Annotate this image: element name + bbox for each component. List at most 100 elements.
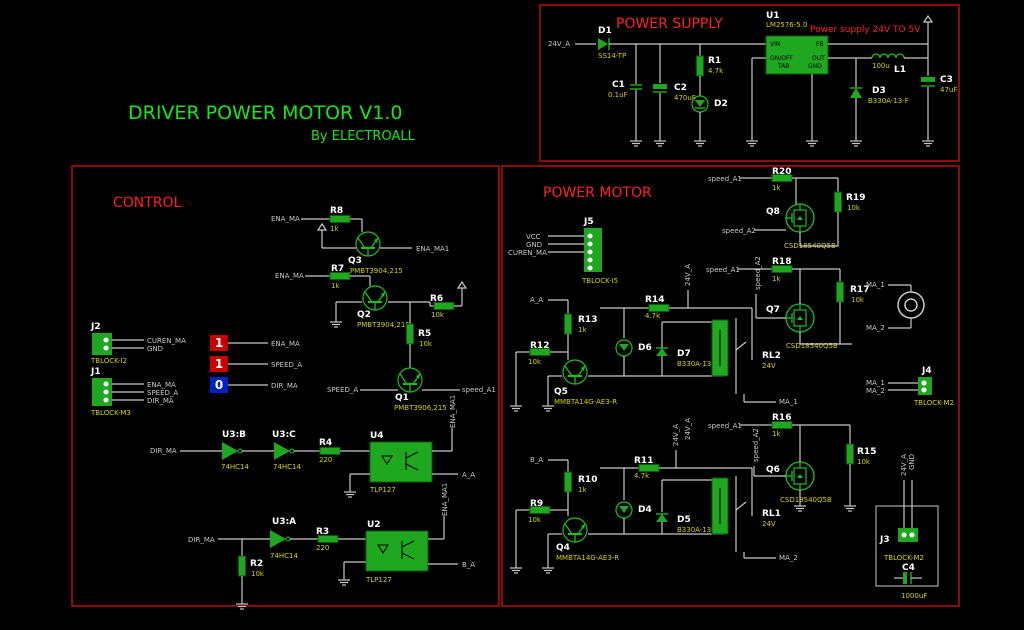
r7-ref: R7 [331,264,344,274]
net-24v-a-q5: 24V_A [684,264,692,286]
relay-rl2: RL2 24V [711,318,781,394]
r3-ref: R3 [316,527,329,537]
svg-text:TBLOCK-I5: TBLOCK-I5 [581,277,618,285]
r15-ref: R15 [857,447,876,457]
capacitor-c4: C4 1000uF [894,563,927,600]
d5-value: B330A-13-F [677,526,718,534]
optocoupler-u4: U4 TLP127 [369,431,433,494]
net-ena-ma-top: ENA_MA [271,215,300,223]
led-d2: D2 [691,95,728,113]
q8-ref: Q8 [766,207,780,217]
net-ena-ma1-u4: ENA_MA1 [449,395,457,428]
u3a-value: 74HC14 [270,552,299,560]
logic-state-ena[interactable]: 1 ENA_MA [210,335,300,351]
net-ma1-rl2: MA_1 [779,398,798,406]
led-d6: D6 [615,339,652,357]
r6-ref: R6 [430,294,443,304]
svg-text:TLP127: TLP127 [369,486,396,494]
svg-text:24V: 24V [762,362,776,370]
r5-ref: R5 [418,329,431,339]
net-ma1-j4: MA_1 [866,379,885,387]
svg-text:ON/OFF: ON/OFF [770,55,793,62]
r19-value: 10k [847,204,861,212]
q2-ref: Q2 [357,310,371,320]
u3b-ref: U3:B [222,430,246,440]
r11-ref: R11 [634,456,653,466]
q6-value: CSD18540Q5B [780,496,832,504]
net-a-a-u4: A_A [462,471,475,479]
logic-state-speed[interactable]: 1 SPEED_A [210,356,302,372]
r16-ref: R16 [772,413,791,423]
svg-text:GND: GND [147,345,163,353]
svg-text:TBLOCK-M3: TBLOCK-M3 [90,409,131,417]
svg-text:DIR_MA: DIR_MA [271,382,298,390]
r13-ref: R13 [578,315,597,325]
control-frame [71,165,500,607]
svg-text:CUREN_MA: CUREN_MA [508,249,547,257]
c1-ref: C1 [612,80,625,90]
r20-value: 1k [772,184,781,192]
power-motor-circuit: J5 TBLOCK-I5 VCC GND CUREN_MA speed_A1 R… [508,167,954,600]
svg-text:D4: D4 [638,505,652,515]
power-supply-heading: POWER SUPPLY [616,16,723,32]
svg-text:J1: J1 [90,367,101,377]
svg-text:C4: C4 [902,563,915,573]
net-b-a-u2: B_A [462,561,475,569]
r12-ref: R12 [530,341,549,351]
c1-value: 0.1uF [608,91,628,99]
svg-text:J3: J3 [879,535,890,545]
svg-text:SPEED_A: SPEED_A [147,389,178,397]
r3-value: 220 [316,544,329,552]
svg-text:1000uF: 1000uF [901,592,927,600]
net-ma1-motor: MA_1 [866,281,885,289]
logic-state-dir[interactable]: 0 DIR_MA [210,377,298,393]
net-dir-ma-u3b: DIR_MA [150,447,177,455]
net-speed-a2-q8: speed_A2 [722,227,756,235]
svg-text:LM2576-5.0: LM2576-5.0 [766,21,807,29]
connector-j3: J3 TBLOCK-M2 [879,528,924,562]
svg-text:1: 1 [215,336,223,350]
r1-ref: R1 [708,56,721,66]
r15-value: 10k [857,458,871,466]
svg-text:ENA_MA: ENA_MA [271,340,300,348]
net-ma2-motor: MA_2 [866,324,885,332]
r18-value: 1k [772,275,781,283]
svg-text:TBLOCK-I2: TBLOCK-I2 [90,357,127,365]
net-speed-a1-q6: speed_A1 [708,422,742,430]
svg-text:RL1: RL1 [762,509,781,519]
r10-value: 1k [578,486,587,494]
regulator-u1: VIN FB ON/OFF OUT TAB GND U1 LM2576-5.0 [765,11,829,75]
control-heading: CONTROL [113,195,182,211]
c2-ref: C2 [674,83,687,93]
relay-rl1: RL1 24V [711,476,781,552]
r8-value: 1k [330,225,339,233]
svg-text:U2: U2 [367,520,381,530]
svg-text:DIR_MA: DIR_MA [147,397,174,405]
page-subtitle: By ELECTROALL [311,129,416,144]
net-speed-a2-q7: speed_A2 [754,256,762,290]
r7-value: 1k [331,282,340,290]
r17-value: 10k [851,296,865,304]
svg-text:D1: D1 [598,26,612,36]
svg-text:L1: L1 [894,65,906,75]
svg-text:TBLOCK-M2: TBLOCK-M2 [883,554,924,562]
r1-value: 4.7k [708,67,724,75]
net-b-a-q4: B_A [530,456,543,464]
svg-text:OUT: OUT [812,55,825,62]
q6-ref: Q6 [766,465,780,475]
power-supply-circuit: 24V_A D1 SS14-TP C1 0.1uF C2 470uF R1 4.… [548,11,957,147]
net-24v-a-in: 24V_A [548,40,570,48]
q1-value: PMBT3906,215 [394,404,447,412]
net-speed-a1-q8: speed_A1 [708,175,742,183]
d3-value: B330A-13-F [868,97,909,105]
c3-ref: C3 [940,75,953,85]
r13-value: 1k [578,326,587,334]
svg-text:24V: 24V [762,520,776,528]
u3c-ref: U3:C [272,430,296,440]
net-24v-a-q4a: 24V_A [672,424,680,446]
u3a-ref: U3:A [272,517,296,527]
u3c-value: 74HC14 [273,463,302,471]
svg-text:GND: GND [526,241,542,249]
net-dir-ma-u3a: DIR_MA [188,536,215,544]
svg-text:CUREN_MA: CUREN_MA [147,337,186,345]
